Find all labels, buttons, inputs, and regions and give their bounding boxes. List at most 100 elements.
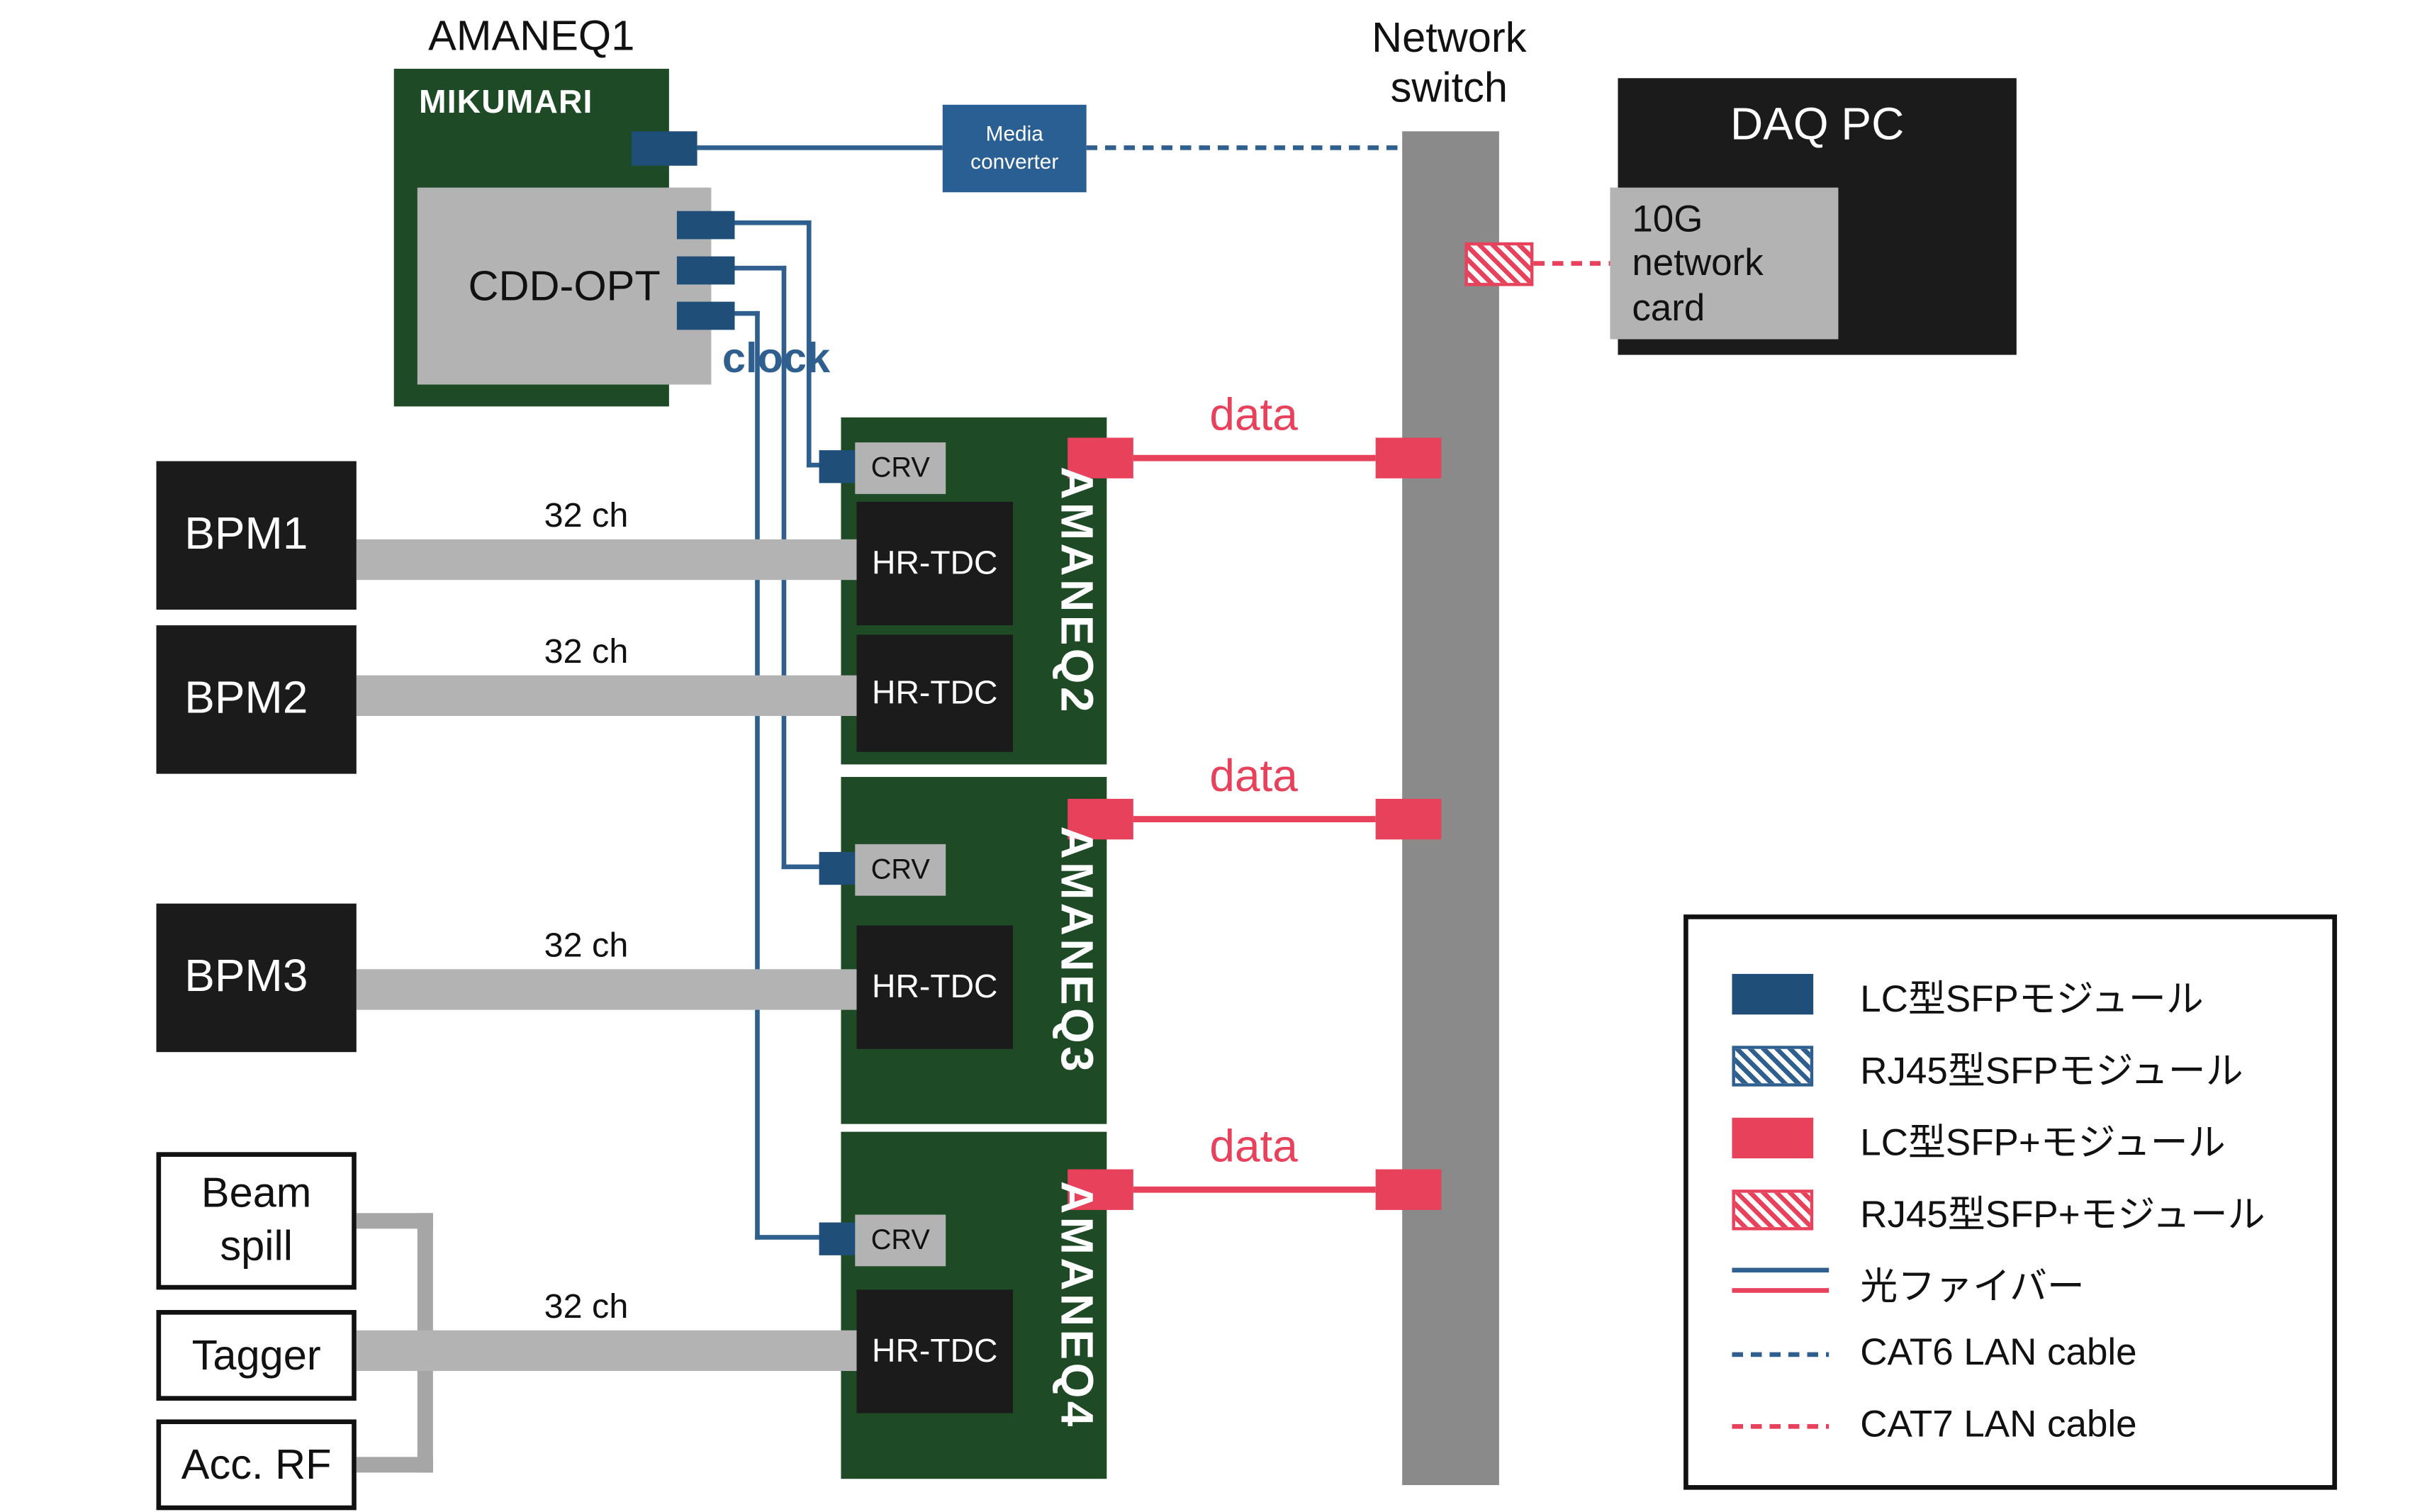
crv-module-amaneq4: CRV [855,1214,946,1267]
crv-module-amaneq2: CRV [855,442,946,494]
clock-line-b-h [734,265,787,271]
hr-tdc-amaneq2-2: HR-TDC [856,634,1014,752]
data-label-amaneq4: data [1209,1122,1298,1172]
signal-bus-bpm1 [356,539,857,581]
lc-sfp-plus-port-switch-1 [1375,437,1442,478]
hr-tdc-label: HR-TDC [872,968,998,1004]
rj45-sfp-plus-module-switch [1464,242,1534,286]
legend-label: RJ45型SFP+モジュール [1860,1193,2265,1236]
lc-sfp-plus-swatch [1732,1117,1829,1159]
media-converter-label: Media converter [970,121,1059,174]
channels-label-3: 32 ch [544,925,629,965]
legend-item-rj45-sfp: RJ45型SFPモジュール [1732,1030,2243,1102]
connector-acc-rf-h [356,1457,433,1473]
signal-bus-tagger-group [356,1330,857,1372]
amaneq2-board: CRV HR-TDC HR-TDC AMANEQ2 [819,417,1133,765]
legend-item-rj45-sfp-plus: RJ45型SFP+モジュール [1732,1174,2265,1245]
crv-module-amaneq3: CRV [855,844,946,896]
lc-sfp-port-cdd-1 [676,211,735,240]
data-line-amaneq4 [1133,1186,1376,1193]
bpm2-label: BPM2 [184,673,308,724]
clock-line-c-h [734,310,760,316]
crv-label: CRV [870,853,930,885]
legend-item-lc-sfp-plus: LC型SFP+モジュール [1732,1102,2226,1174]
lc-sfp-plus-port-switch-3 [1375,1169,1442,1210]
legend-item-lc-sfp: LC型SFPモジュール [1732,958,2204,1030]
legend-label: 光ファイバー [1860,1265,2085,1308]
clock-line-a-v [806,220,812,468]
bpm2-box: BPM2 [156,625,357,774]
crv-label: CRV [870,452,930,483]
mikumari-label: MIKUMARI [419,84,593,121]
channels-label-4: 32 ch [544,1286,629,1326]
legend-box: LC型SFPモジュール RJ45型SFPモジュール LC型SFP+モジュール R… [1683,914,2337,1490]
lc-sfp-port-cdd-3 [676,301,735,330]
media-converter: Media converter [942,104,1087,193]
hr-tdc-amaneq3: HR-TDC [856,925,1014,1049]
lc-sfp-port-mikumari [631,131,697,166]
bpm1-label: BPM1 [184,509,308,560]
data-label-amaneq3: data [1209,751,1298,802]
lc-sfp-port-cdd-2 [676,256,735,285]
amaneq3-board: CRV HR-TDC AMANEQ3 [819,777,1133,1124]
bpm3-box: BPM3 [156,903,357,1053]
hr-tdc-label: HR-TDC [872,544,998,581]
tagger-box: Tagger [156,1310,357,1401]
rj45-sfp-plus-swatch [1732,1189,1829,1231]
cdd-opt-mezzanine: CDD-OPT [417,187,712,385]
beam-spill-box: Beam spill [156,1152,357,1290]
crv-label: CRV [870,1223,930,1255]
signal-bus-bpm2 [356,675,857,717]
channels-label-2: 32 ch [544,631,629,671]
clock-label: clock [722,334,831,382]
cat6-swatch [1732,1333,1830,1374]
amaneq4-board: CRV HR-TDC AMANEQ4 [819,1131,1133,1479]
signal-bus-bpm3 [356,969,857,1010]
cat7-lan-line [1533,261,1610,265]
channels-label-1: 32 ch [544,495,629,535]
lc-sfp-plus-port-amaneq3 [1068,798,1133,840]
clock-line-a-stub [806,462,826,468]
cat7-swatch [1732,1406,1830,1446]
data-line-amaneq2 [1133,454,1376,461]
bpm3-label: BPM3 [184,952,308,1002]
legend-label: CAT6 LAN cable [1860,1331,2137,1374]
clock-line-c-stub [755,1235,826,1240]
clock-line-c-v [755,310,760,1240]
optical-fiber-line-uplink [697,145,943,150]
legend-label: LC型SFP+モジュール [1860,1121,2226,1164]
connector-beam-spill-h [356,1213,433,1229]
hr-tdc-amaneq2-1: HR-TDC [856,501,1014,626]
hr-tdc-label: HR-TDC [872,1333,998,1369]
clock-line-a-h [734,220,812,225]
acc-rf-box: Acc. RF [156,1419,357,1511]
data-label-amaneq2: data [1209,391,1298,441]
legend-item-cat7: CAT7 LAN cable [1732,1390,2137,1462]
hr-tdc-label: HR-TDC [872,674,998,711]
network-switch-title: Network switch [1372,13,1527,112]
optical-fiber-swatch [1732,1262,1830,1302]
beam-spill-label: Beam spill [201,1170,312,1270]
legend-label: CAT7 LAN cable [1860,1404,2137,1446]
amaneq3-name: AMANEQ3 [1050,826,1101,1075]
lc-sfp-port-crv-amaneq4 [819,1222,856,1255]
legend-item-cat6: CAT6 LAN cable [1732,1318,2137,1389]
lc-sfp-port-crv-amaneq3 [819,851,856,885]
amaneq1-title: AMANEQ1 [428,12,635,60]
10g-network-card: 10G network card [1610,187,1839,340]
legend-label: RJ45型SFPモジュール [1860,1049,2243,1092]
lc-sfp-plus-port-switch-2 [1375,798,1442,840]
acc-rf-label: Acc. RF [181,1440,332,1488]
clock-line-b-stub [781,864,826,870]
hr-tdc-amaneq4: HR-TDC [856,1289,1014,1413]
lc-sfp-plus-port-amaneq4 [1068,1169,1133,1210]
lc-sfp-swatch [1732,973,1829,1015]
cdd-opt-label: CDD-OPT [468,262,661,309]
legend-label: LC型SFPモジュール [1860,978,2204,1020]
10g-network-card-label: 10G network card [1632,198,1764,330]
bpm1-box: BPM1 [156,461,357,610]
rj45-sfp-swatch [1732,1046,1829,1087]
lc-sfp-port-crv-amaneq2 [819,450,856,483]
data-line-amaneq3 [1133,816,1376,822]
